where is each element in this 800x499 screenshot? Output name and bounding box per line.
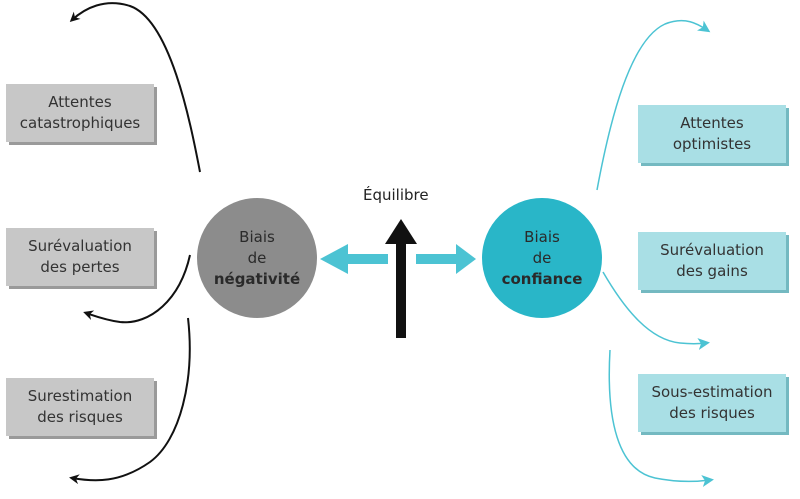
box-line: des gains	[676, 262, 748, 280]
box-risk-underestimation: Sous-estimation des risques	[638, 374, 786, 432]
curve-arrow-risks-left	[69, 317, 191, 485]
circle-keyword: négativité	[213, 269, 301, 288]
box-line: des risques	[37, 408, 123, 426]
circle-line: de	[532, 248, 552, 267]
box-catastrophic-expectations: Attentes catastrophiques	[6, 84, 154, 142]
box-loss-overvaluation: Surévaluation des pertes	[6, 228, 154, 286]
circle-keyword: confiance	[501, 269, 583, 288]
box-line: catastrophiques	[19, 114, 141, 132]
box-line: Surévaluation	[28, 237, 132, 255]
box-line: des risques	[669, 404, 755, 422]
curve-arrow-gains	[602, 271, 710, 350]
box-line: Surestimation	[27, 387, 133, 405]
negativity-bias-circle: Biais de négativité	[197, 198, 317, 318]
circle-line: de	[247, 248, 267, 267]
box-risk-overestimation: Surestimation des risques	[6, 378, 154, 436]
box-line: Surévaluation	[660, 241, 764, 259]
box-line: Attentes	[48, 93, 112, 111]
confidence-bias-circle: Biais de confiance	[482, 198, 602, 318]
circle-line: Biais	[524, 227, 560, 246]
box-line: Sous-estimation	[651, 383, 773, 401]
box-gain-overvaluation: Surévaluation des gains	[638, 232, 786, 290]
curve-arrow-risks-right	[608, 349, 714, 488]
arrow-to-negativity	[320, 244, 388, 274]
arrow-to-confidence	[416, 244, 476, 274]
box-line: des pertes	[40, 258, 120, 276]
box-optimistic-expectations: Attentes optimistes	[638, 105, 786, 163]
curve-arrow-catastrophic	[69, 2, 201, 173]
curve-arrow-optimistic	[596, 19, 711, 191]
circle-line: Biais	[239, 227, 275, 246]
curve-arrow-losses	[83, 254, 191, 324]
box-line: optimistes	[672, 135, 752, 153]
equilibrium-arrow	[385, 219, 417, 338]
box-line: Attentes	[680, 114, 744, 132]
equilibrium-label: Équilibre	[363, 186, 429, 204]
